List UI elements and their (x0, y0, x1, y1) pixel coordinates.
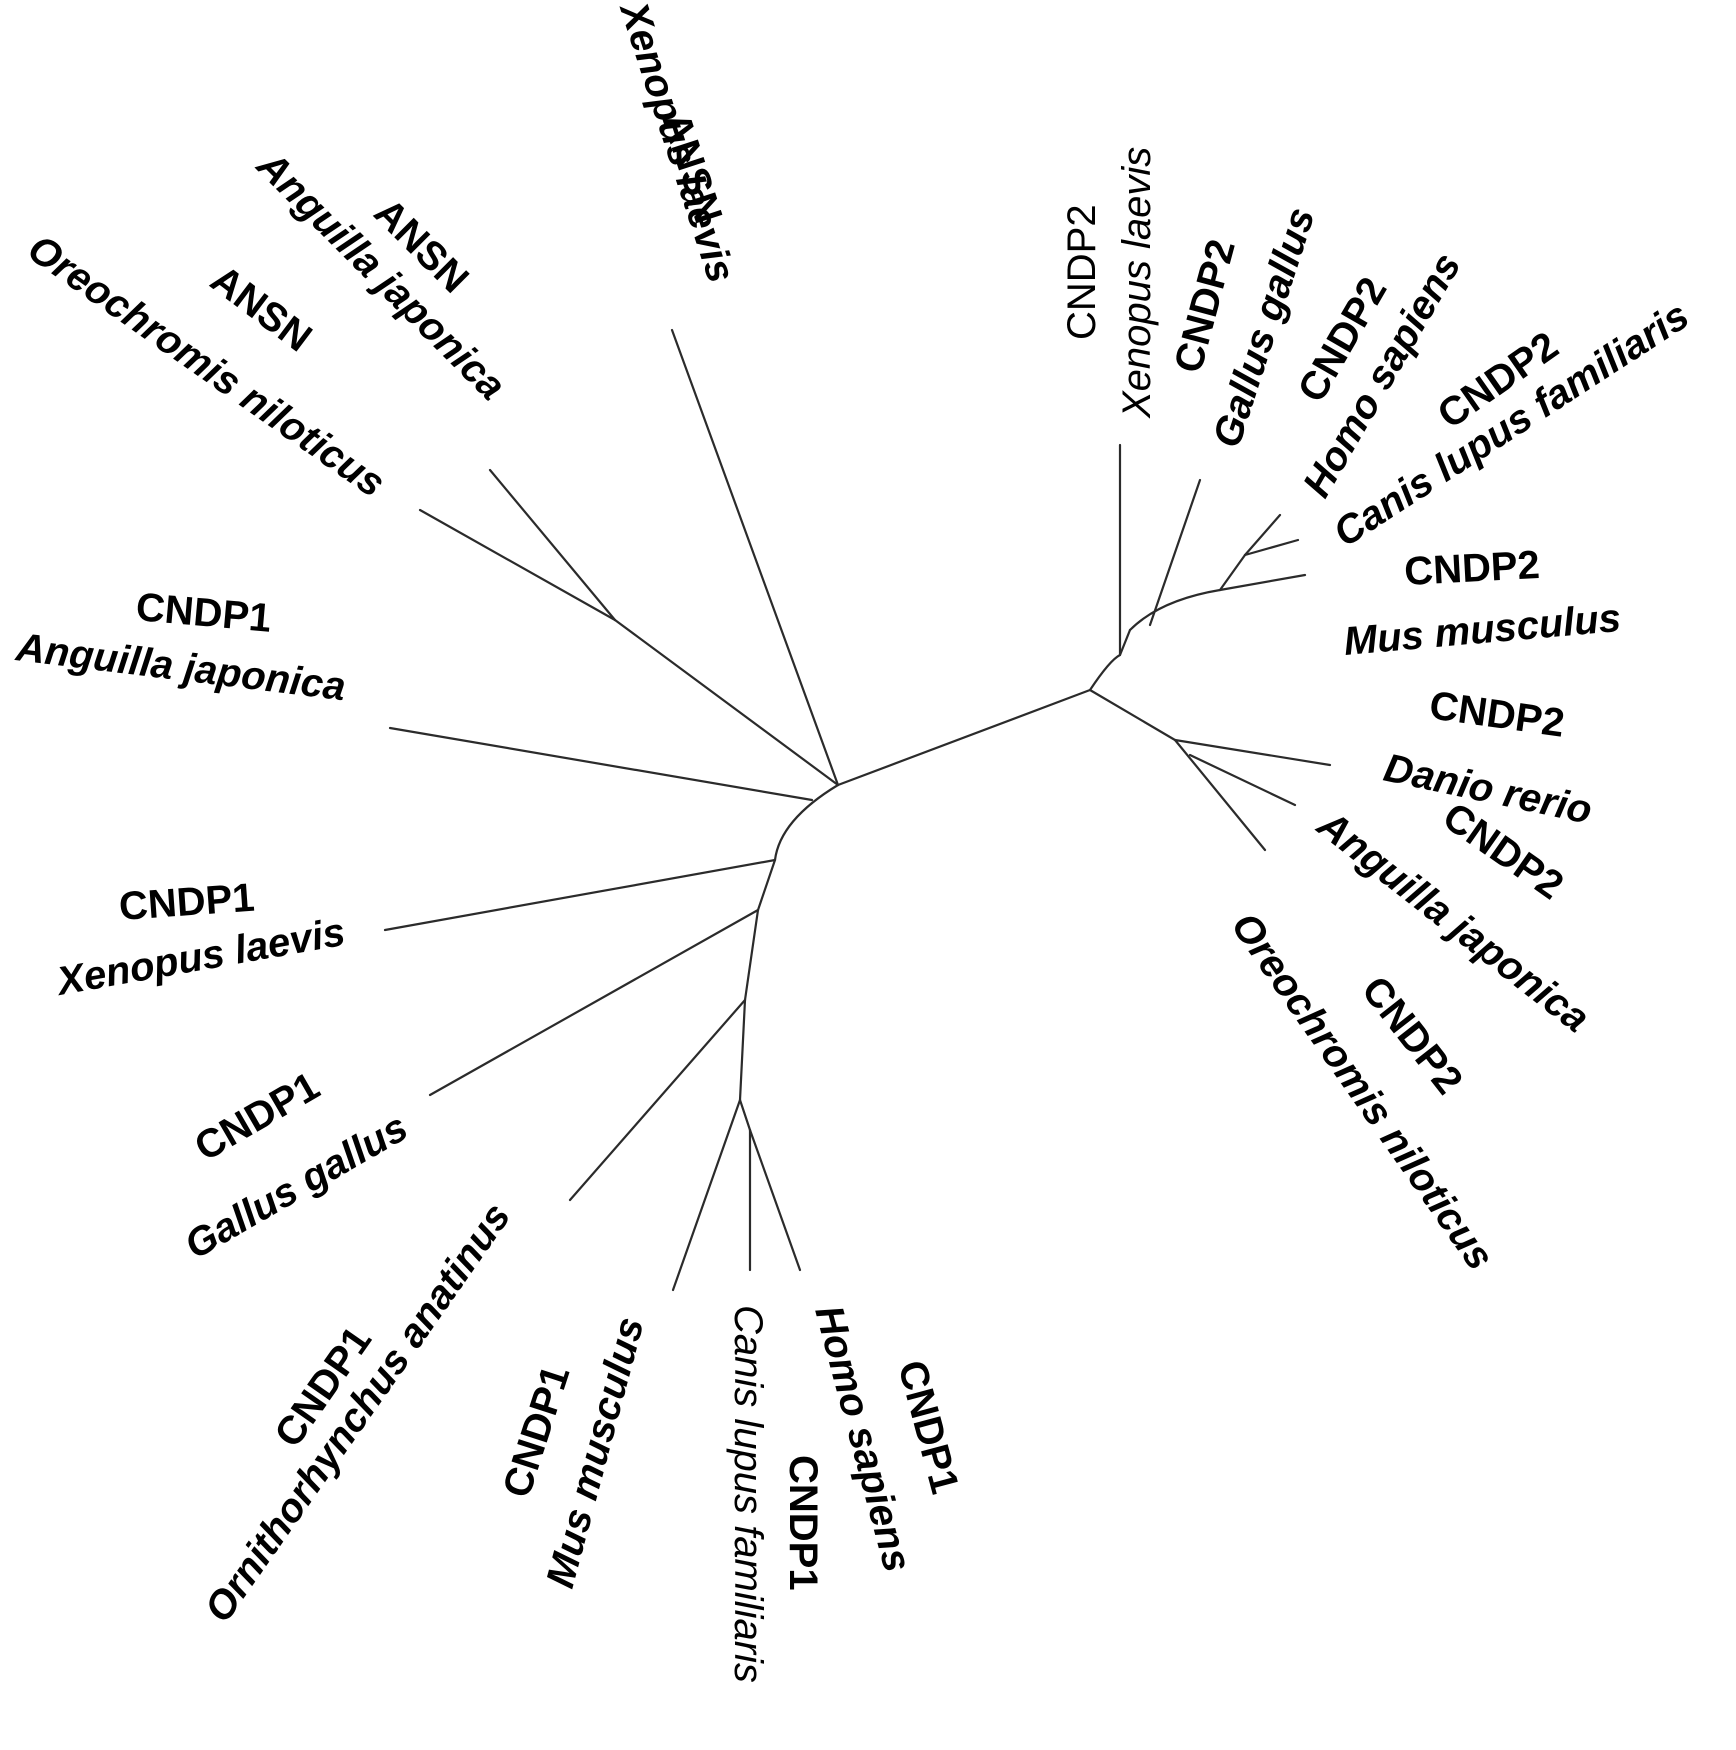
label-species: Oreochromis niloticus (20, 226, 393, 506)
branch-cndp2-mus (1218, 573, 1307, 592)
branch-cndp1-homo (748, 1128, 802, 1272)
label-gene: CNDP2 (1060, 204, 1104, 340)
label-species: Xenopus laevis (52, 910, 348, 1004)
label-gene: CNDP1 (134, 585, 273, 641)
branch-ansn-clade (613, 618, 840, 787)
branch-cndp1-mus (671, 1098, 742, 1292)
branch-cndp1-ornithorhynchus (568, 998, 747, 1202)
branch-cndp1-xenopus (383, 858, 777, 932)
branch-backbone-cndp1 (738, 783, 840, 1102)
label-gene: CNDP2 (1427, 683, 1567, 745)
branch-cndp2-anguilla (1188, 753, 1297, 807)
label-gene: CNDP1 (118, 876, 256, 929)
branch-cndp1-gallus (428, 908, 760, 1097)
label-species: Ornithorhynchus anatinus (196, 1195, 519, 1630)
branch-cndp1-mammal-inner (738, 1098, 752, 1132)
label-gene: CNDP2 (1403, 543, 1541, 594)
branch-cndp2-canis (1243, 538, 1300, 557)
branch-ansn-xenopus (670, 328, 840, 787)
label-species: Mus musculus (538, 1313, 652, 1593)
branch-cndp1-anguilla (388, 726, 814, 802)
branch-cndp2-danio (1173, 738, 1332, 767)
branch-cndp2-amniote (1128, 588, 1222, 632)
label-gene: ANSN (203, 257, 320, 360)
label-species: Gallus gallus (1205, 202, 1324, 452)
branch-ansn-anguilla (488, 468, 617, 622)
label-species: Xenopus laevis (1115, 147, 1159, 419)
label-species: Anguilla japonica (248, 143, 514, 409)
branch-cndp2-oreochromis (1173, 738, 1267, 852)
label-gene: CNDP1 (188, 1064, 327, 1170)
tree-branches (383, 328, 1332, 1292)
branch-backbone-cndp2 (836, 688, 1092, 787)
branch-cndp2-mammal (1218, 553, 1247, 592)
branch-cndp2-gallus (1148, 478, 1202, 627)
label-species: Oreochromis niloticus (1223, 905, 1503, 1278)
label-species: Mus musculus (1342, 596, 1623, 664)
label-species: Anguilla japonica (13, 625, 348, 709)
label-gene: CNDP1 (889, 1356, 967, 1498)
label-species: Xenopus laevis (611, 0, 743, 288)
branch-cndp2-fish (1088, 688, 1177, 742)
branch-cndp2-tetrapod (1088, 628, 1132, 692)
branch-cndp2-homo (1243, 513, 1282, 557)
label-species: Canis lupus familiaris (726, 1305, 770, 1683)
label-gene: CNDP1 (781, 1455, 825, 1591)
taxon-labels: ANSN Xenopus laevis ANSN Anguilla japoni… (13, 0, 1697, 1683)
branch-ansn-oreochromis (418, 508, 617, 622)
